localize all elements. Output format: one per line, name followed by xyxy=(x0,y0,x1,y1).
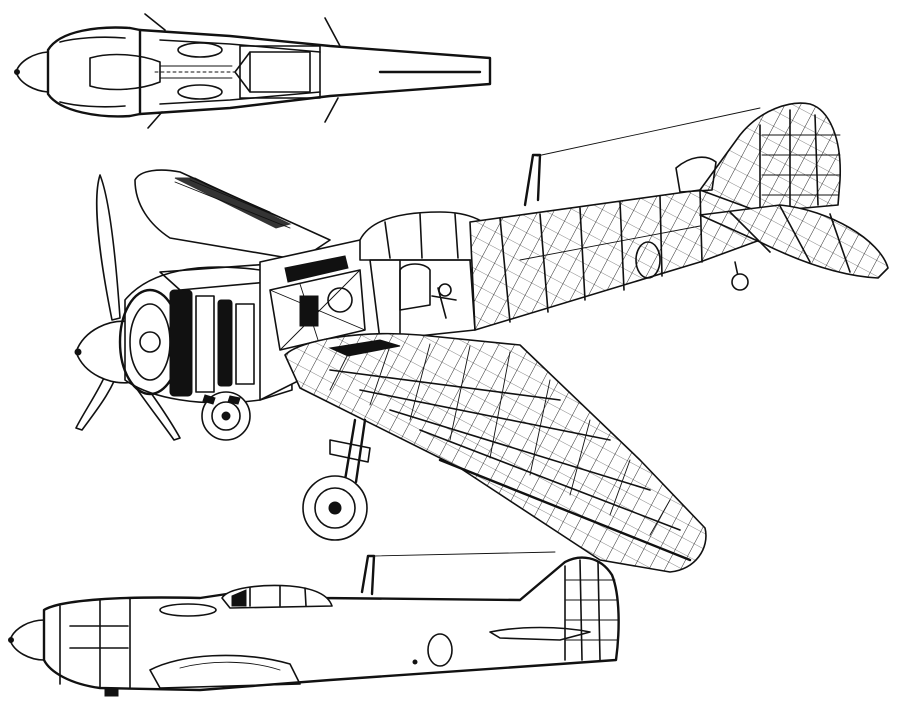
cutaway-view xyxy=(74,102,889,573)
radio-mast xyxy=(523,153,542,207)
side-view-cowl-lines xyxy=(69,625,129,649)
fin-ribs xyxy=(759,109,819,211)
near-wing xyxy=(284,332,707,573)
side-view-antenna-wire xyxy=(371,551,556,557)
side-view-wing-root-line xyxy=(179,661,281,671)
side-view-gun-fairing xyxy=(159,603,217,617)
spinner-tip xyxy=(74,348,82,356)
top-view-wing-root xyxy=(144,13,166,129)
wing-gun-bay xyxy=(328,339,401,357)
wing-trailing-edge xyxy=(438,458,692,562)
top-view-spinner xyxy=(15,51,49,93)
side-view-rivet xyxy=(412,659,418,665)
side-view-windscreen xyxy=(231,589,247,607)
firewall-fitting xyxy=(327,287,353,313)
far-wing-aileron xyxy=(174,177,292,229)
wing-spars xyxy=(329,369,681,531)
side-view-rudder-horizontal-ribs xyxy=(565,579,619,641)
engine-hub xyxy=(139,331,161,353)
side-view-canopy-frames xyxy=(249,585,307,607)
second-main-wheel-hub xyxy=(221,411,231,421)
top-view-panel-lower xyxy=(177,84,223,100)
side-view xyxy=(8,551,620,697)
main-gear-oleo xyxy=(343,418,367,484)
top-view-panel-upper xyxy=(177,42,223,58)
tail-wheel xyxy=(731,273,749,291)
side-view-radio-mast xyxy=(360,554,376,596)
fuselage-frames xyxy=(499,189,703,323)
side-view-spinner-tip xyxy=(8,637,14,643)
top-view-cockpit-inner xyxy=(234,51,311,93)
antenna-wire xyxy=(536,107,761,157)
second-main-wheel-rim xyxy=(211,401,241,431)
oil-tank xyxy=(299,295,319,327)
side-view-wing-root xyxy=(149,654,301,689)
side-view-spinner xyxy=(9,619,45,661)
stabilizer-ribs xyxy=(729,205,851,273)
top-view-wing-trailing xyxy=(324,17,341,123)
tail-fin xyxy=(699,102,841,213)
main-wheel-rim xyxy=(314,487,356,529)
engine-cylinders xyxy=(169,289,255,397)
top-view xyxy=(14,13,492,129)
main-gear-door xyxy=(329,439,371,463)
left-stabilizer-tip xyxy=(675,156,717,193)
main-wheel-hub xyxy=(328,501,342,515)
cylinder-fins xyxy=(175,299,187,381)
top-view-spinner-tip xyxy=(14,69,20,75)
access-hatch xyxy=(635,241,661,279)
far-wing xyxy=(134,169,331,261)
exhaust-stacks xyxy=(202,394,241,405)
side-view-access-hatch xyxy=(427,633,453,667)
pilot-seat xyxy=(399,263,431,311)
control-column xyxy=(431,287,457,319)
rudder-ribs xyxy=(761,134,841,196)
top-view-trough-rails xyxy=(159,65,233,79)
side-view-tailplane xyxy=(489,626,591,641)
engine-cylinder-bank-3 xyxy=(217,299,233,387)
engine-accessory-section xyxy=(235,303,255,385)
top-view-longerons xyxy=(159,39,321,105)
side-view-cowl-panels xyxy=(59,597,131,689)
top-view-cockpit-frame xyxy=(239,45,321,99)
gun-cowling xyxy=(284,255,349,283)
side-view-rudder-ribs xyxy=(564,559,601,661)
propeller-blade-upper xyxy=(96,174,121,321)
top-view-exhaust-fairing xyxy=(89,53,161,91)
side-view-exhaust xyxy=(104,687,119,697)
right-stabilizer xyxy=(699,204,889,279)
canopy-frames xyxy=(384,213,487,259)
fuselage-stringer xyxy=(519,225,701,261)
top-view-fuselage-outline xyxy=(138,28,492,116)
engine-cylinder-bank-2 xyxy=(195,295,215,393)
instrument-cluster xyxy=(438,283,452,297)
rear-fuselage-structure xyxy=(469,189,761,331)
wing-ribs xyxy=(329,343,671,536)
top-view-cowl-panels xyxy=(59,36,126,108)
